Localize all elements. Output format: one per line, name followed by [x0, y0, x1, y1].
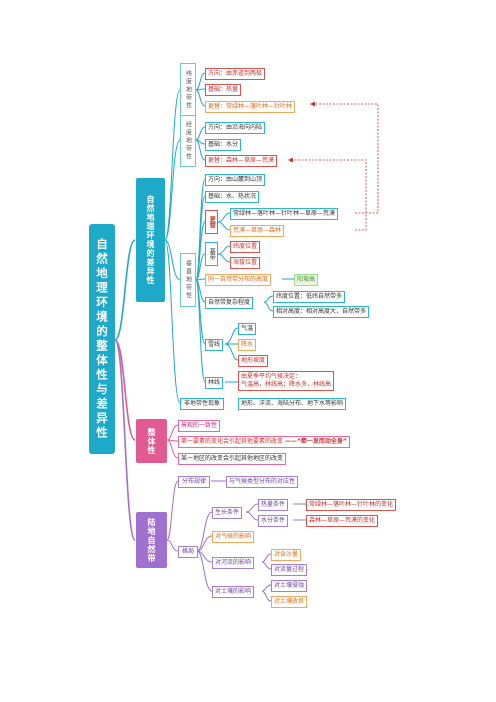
snowline-temperature: 气温 [238, 323, 257, 335]
category-land-zones: 陆地自然带 [136, 512, 167, 568]
snowline-precipitation: 降水 [238, 339, 257, 351]
root-title: 自然地理环境的整体性与差异性 [89, 224, 115, 454]
longitudinal-zonality-label: 经度地带性 [180, 115, 196, 167]
vertical-change-label: 更替 [205, 210, 218, 234]
treeline-label: 林线 [205, 377, 224, 389]
soil-improvement: 对土壤改良 [271, 596, 308, 608]
river-sediment: 对含沙量 [271, 549, 302, 561]
soil-erosion: 对土壤侵蚀 [271, 580, 308, 592]
category-differentiation: 自然地理环境的差异性 [136, 178, 165, 302]
integrity-region-change: 某一地区的改变会引起其他地区的改变 [178, 453, 287, 465]
water-conditions: 水分条件 [258, 515, 289, 527]
integrity-landscape: 景观的一致性 [178, 420, 221, 432]
heat-conditions-content: 常绿林—落叶林—针叶林的变化 [306, 499, 397, 511]
non-zonal-label: 非地带性现象 [180, 398, 225, 410]
climate-effect: 对气候的影响 [212, 531, 255, 543]
integrity-element-change: 第一要素的变化会引起其他要素的改变 ——“牵一发而动全身” [178, 436, 350, 448]
vertical-direction: 方向：由山麓到山顶 [205, 174, 266, 186]
longitudinal-direction: 方向：由沿海向内陆 [205, 122, 266, 134]
longitudinal-basis: 基础：水分 [205, 139, 242, 151]
treeline-line-1: 由夏季平均气候决定： [241, 373, 302, 380]
latitudinal-change: 更替：常绿林—落叶林—针叶林 [205, 101, 296, 113]
latitudinal-direction: 方向：由赤道到两极 [205, 68, 266, 80]
vertical-zonality-label: 垂直地带性 [180, 253, 196, 307]
treeline-line-2: 气温高，林线高；降水多，林线高 [241, 381, 332, 389]
vertical-change-1: 常绿林—落叶林—针叶林—草原—荒漠 [230, 208, 339, 220]
water-conditions-content: 森林—草原—荒漠的变化 [306, 515, 379, 527]
pattern-label: 格局 [178, 546, 199, 558]
base-band-altitude: 海拔位置 [230, 257, 261, 269]
heat-conditions: 热量条件 [258, 499, 289, 511]
sunny-slope-note: 阳坡高 [294, 274, 319, 286]
distribution-rule-label: 分布规律 [178, 476, 211, 488]
distribution-rule-content: 与气候类型分布的对应性 [226, 476, 299, 488]
vertical-basis: 基础：水、热状况 [205, 191, 260, 203]
complexity-latitude: 纬度位置：低纬自然带多 [273, 291, 346, 303]
category-integrity: 整体性 [136, 419, 167, 463]
latitudinal-basis: 基础：热量 [205, 84, 242, 96]
integrity-element-change-text: 第一要素的变化会引起其他要素的改变 [181, 438, 284, 445]
non-zonal-content: 地形、洋流、海陆分布、地下水等影响 [238, 398, 347, 410]
zone-complexity: 自然带复杂程度 [205, 297, 254, 309]
treeline-content: 由夏季平均气候决定： 气温高，林线高；降水多，林线高 [238, 371, 335, 392]
base-band-label: 基带 [205, 242, 218, 266]
complexity-relative-height: 相对高度：相对高度大，自然带多 [273, 306, 370, 318]
river-effect: 对河流的影响 [212, 557, 255, 569]
same-zone-height: 同一自然带分布的高度 [205, 274, 272, 286]
river-flow: 对流量过程 [271, 564, 308, 576]
soil-effect: 对土壤的影响 [212, 586, 255, 598]
growth-conditions: 生长条件 [212, 507, 243, 519]
longitudinal-change: 更替：森林—草原—荒漠 [205, 155, 278, 167]
integrity-element-change-quote: ——“牵一发而动全身” [284, 438, 347, 445]
snowline-slope: 地形坡度 [238, 355, 269, 367]
base-band-latitude: 纬度位置 [230, 241, 261, 253]
latitudinal-zonality-label: 纬度地带性 [180, 63, 196, 117]
snowline-label: 雪线 [205, 339, 224, 351]
vertical-change-2: 荒漠—草原—森林 [230, 225, 285, 237]
